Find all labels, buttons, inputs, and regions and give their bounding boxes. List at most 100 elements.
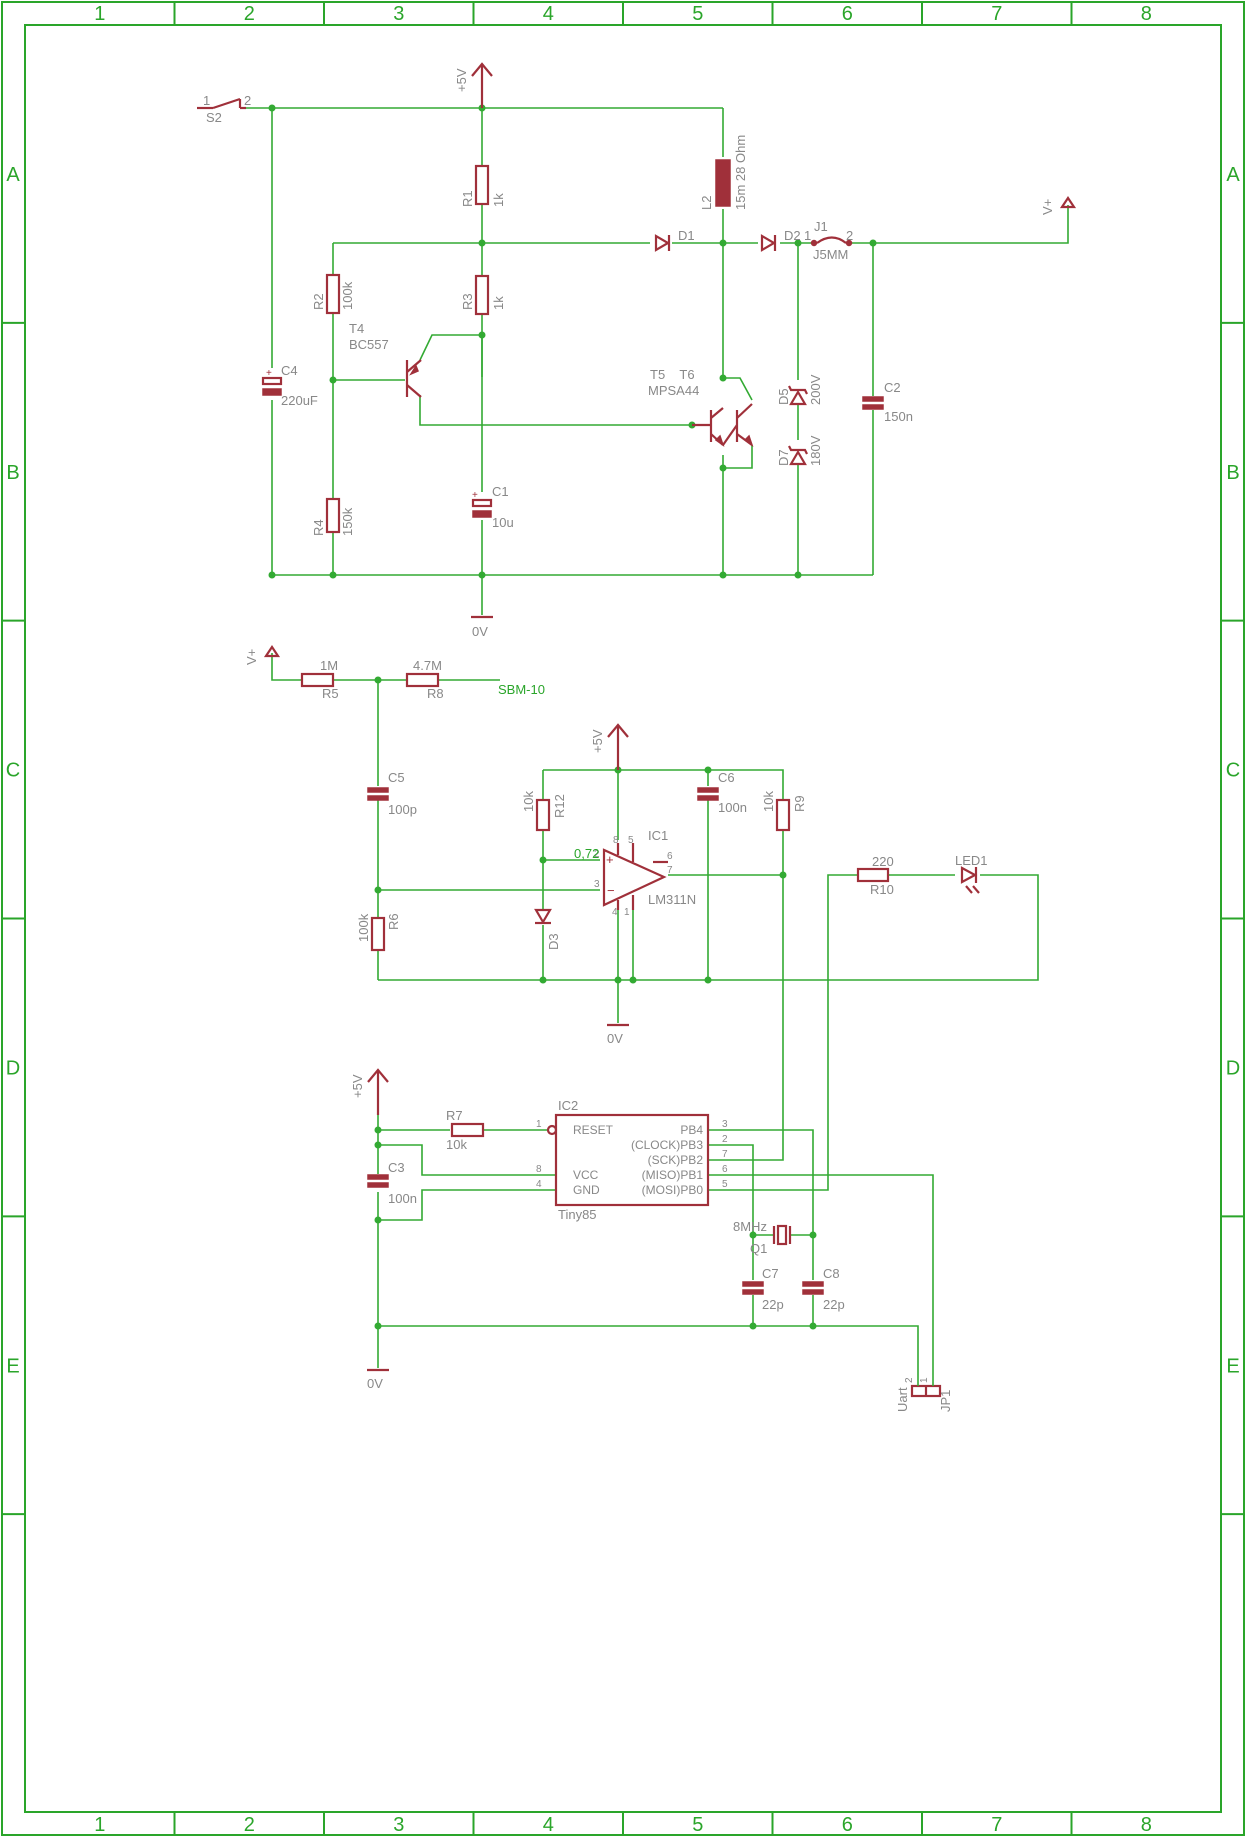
junction-dot bbox=[719, 239, 727, 247]
ref-voltage-label: 0,72 bbox=[574, 846, 599, 861]
junction-dot bbox=[809, 1231, 817, 1239]
junction-dot bbox=[779, 871, 787, 879]
ic2-pin7: 7 bbox=[722, 1149, 728, 1160]
wire-pb3 bbox=[708, 1144, 754, 1235]
column-label: 3 bbox=[393, 3, 404, 25]
diode-d1-icon bbox=[654, 234, 671, 252]
d7-value: 180V bbox=[808, 435, 823, 466]
c1-label: C1 bbox=[492, 484, 509, 499]
d1-label: D1 bbox=[678, 228, 695, 243]
junction-dot bbox=[794, 571, 802, 579]
column-label: 4 bbox=[543, 3, 554, 25]
switch-s2-icon bbox=[197, 97, 246, 110]
wire-ic1-rail bbox=[543, 769, 784, 800]
c8-label: C8 bbox=[823, 1266, 840, 1281]
detector-section: V+ 1M R5 4.7M R8 SBM-10 +5V C5 100p 10k … bbox=[244, 645, 1039, 1191]
j1-value: J5MM bbox=[813, 247, 848, 262]
capacitor-c1-icon: + bbox=[471, 490, 493, 518]
junction-dot bbox=[478, 331, 486, 339]
comparator-ic1-icon: + − bbox=[602, 843, 668, 910]
junction-dot bbox=[794, 239, 802, 247]
t5-t6-label: T5 T6 bbox=[650, 367, 695, 382]
wire-gnd-pin bbox=[378, 1189, 556, 1221]
ic2-pin5: 5 bbox=[722, 1179, 728, 1190]
header-jp1-icon bbox=[910, 1375, 942, 1398]
capacitor-c2-icon bbox=[862, 396, 884, 410]
wire-gnd3-rail bbox=[378, 1325, 919, 1375]
c4-value: 220uF bbox=[281, 393, 318, 408]
c8-value: 22p bbox=[823, 1297, 845, 1312]
ic2-value: Tiny85 bbox=[558, 1207, 597, 1222]
wire-t4-collector bbox=[419, 395, 692, 426]
r12-label: R12 bbox=[552, 794, 567, 818]
c1-value: 10u bbox=[492, 515, 514, 530]
junction-dot bbox=[719, 571, 727, 579]
junction-dot bbox=[719, 374, 727, 382]
gnd-top-label: 0V bbox=[472, 624, 488, 639]
s2-label: S2 bbox=[206, 110, 222, 125]
row-label: B bbox=[6, 462, 19, 484]
junction-dot bbox=[329, 571, 337, 579]
ic1-pin5: 5 bbox=[628, 835, 634, 846]
c2-label: C2 bbox=[884, 380, 901, 395]
r9-label: R9 bbox=[792, 795, 807, 812]
ic1-pin6: 6 bbox=[667, 851, 673, 862]
svg-text:+: + bbox=[266, 368, 272, 379]
column-label: 7 bbox=[991, 3, 1002, 25]
jp1-pin1: 1 bbox=[919, 1377, 930, 1383]
ic1-pin4: 4 bbox=[612, 907, 618, 918]
row-label: E bbox=[1226, 1355, 1239, 1377]
junction-dot bbox=[749, 1231, 757, 1239]
resistor-r2-icon bbox=[325, 273, 341, 315]
r2-value: 100k bbox=[340, 281, 355, 310]
row-label: D bbox=[6, 1057, 20, 1079]
s2-pin2: 2 bbox=[244, 93, 251, 108]
ic1-pin2: 2 bbox=[594, 849, 600, 860]
capacitor-c8-icon bbox=[802, 1281, 824, 1295]
junction-dot bbox=[478, 571, 486, 579]
ic2-pin6: 6 bbox=[722, 1164, 728, 1175]
j1-label: J1 bbox=[814, 219, 828, 234]
row-label: B bbox=[1226, 462, 1239, 484]
junction-dot bbox=[869, 239, 877, 247]
j1-pin1: 1 bbox=[804, 228, 811, 243]
column-label: 5 bbox=[692, 3, 703, 25]
ic1-pin7: 7 bbox=[667, 865, 673, 876]
wire-pb4 bbox=[708, 1129, 814, 1235]
supply-5v-bot-icon bbox=[367, 1068, 389, 1115]
junction-dot bbox=[374, 1126, 382, 1134]
resistor-r12-icon bbox=[535, 798, 551, 832]
gnd-mid-label: 0V bbox=[607, 1031, 623, 1046]
c5-label: C5 bbox=[388, 770, 405, 785]
capacitor-c6-icon bbox=[697, 787, 719, 801]
ic2-pb0: (MOSI)PB0 bbox=[642, 1183, 704, 1197]
supply-5v-label: +5V bbox=[454, 68, 469, 92]
wire-r10-left bbox=[753, 874, 858, 1191]
led-led1-icon bbox=[960, 866, 980, 894]
ic2-pin4: 4 bbox=[536, 1179, 542, 1190]
supply-5v-arrow-icon bbox=[471, 62, 493, 108]
ic1-label: IC1 bbox=[648, 828, 668, 843]
resistor-r8-icon bbox=[405, 672, 440, 688]
wire-r9-bottom bbox=[753, 830, 784, 1161]
junction-dot bbox=[374, 1141, 382, 1149]
capacitor-c3-icon bbox=[367, 1174, 389, 1188]
column-label: 5 bbox=[692, 1814, 703, 1836]
diode-d3-icon bbox=[534, 908, 552, 925]
resistor-r4-icon bbox=[325, 497, 341, 534]
supply-5v-bot-label: +5V bbox=[350, 1074, 365, 1098]
ic2-label: IC2 bbox=[558, 1098, 578, 1113]
row-label: A bbox=[1226, 164, 1240, 186]
junction-dot bbox=[704, 976, 712, 984]
s2-pin1: 1 bbox=[203, 93, 210, 108]
column-label: 8 bbox=[1141, 1814, 1152, 1836]
ic2-pb2: (SCK)PB2 bbox=[648, 1153, 704, 1167]
ic2-pb3: (CLOCK)PB3 bbox=[631, 1138, 703, 1152]
c5-value: 100p bbox=[388, 802, 417, 817]
ic2-pin2: 2 bbox=[722, 1134, 728, 1145]
d2-label: D2 bbox=[784, 228, 801, 243]
c6-value: 100n bbox=[718, 800, 747, 815]
j1-pin2: 2 bbox=[846, 228, 853, 243]
junction-dot bbox=[749, 1322, 757, 1330]
